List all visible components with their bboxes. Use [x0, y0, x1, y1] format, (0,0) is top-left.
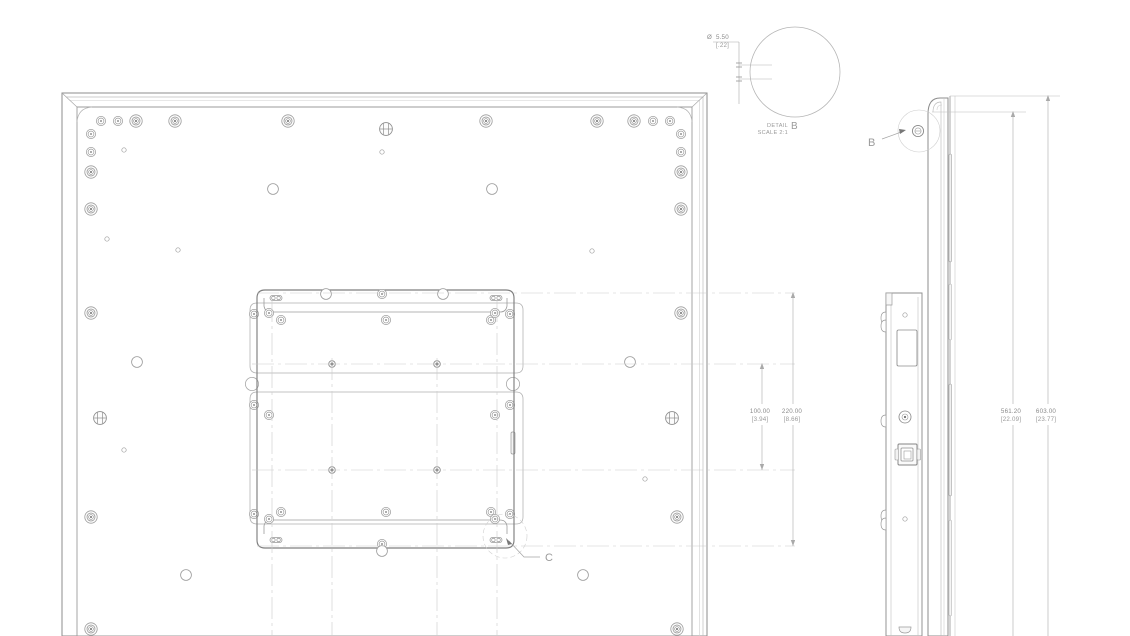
vesa-mount-bracket [244, 288, 524, 557]
detail-b-letter: B [791, 121, 798, 132]
dim-panel-561-imperial: [22.09] [1001, 416, 1021, 423]
balloon-c-label: C [545, 552, 553, 564]
dim-bracket-220: 220.00 [8.66] [782, 408, 802, 423]
dim-panel-561: 561.20 [22.09] [1001, 408, 1021, 423]
side-profile-view: B [868, 96, 956, 636]
dim-bracket-220-metric: 220.00 [782, 408, 802, 415]
detail-b-view: Ø 5.50 [.22] DETAIL B SCALE 2:1 [707, 26, 841, 136]
detail-b-title-word: DETAIL [767, 123, 788, 129]
center-lines [252, 292, 795, 636]
dim-vesa-100: 100.00 [3.94] [750, 408, 770, 423]
dim-overall-603-metric: 603.00 [1036, 408, 1056, 415]
balloon-c-bracket: C [482, 513, 553, 564]
dim-overall-603-imperial: [23.77] [1036, 416, 1056, 423]
dim-hole-diameter-symbol: Ø [707, 34, 712, 41]
balloon-b-side: B [868, 109, 941, 153]
side-panel-stack [927, 96, 956, 636]
side-mount-rail [880, 292, 923, 636]
dim-hole-diameter-imperial: [.22] [716, 42, 729, 49]
bracket-wing-plates [244, 302, 524, 525]
detail-b-title: DETAIL B SCALE 2:1 [758, 121, 798, 136]
dim-hole-diameter: Ø 5.50 [.22] [707, 34, 772, 104]
dim-bracket-220-imperial: [8.66] [784, 416, 801, 423]
balloon-b-label: B [868, 137, 875, 149]
dim-vesa-100-metric: 100.00 [750, 408, 770, 415]
dim-vesa-100-imperial: [3.94] [752, 416, 769, 423]
detail-b-scale: SCALE 2:1 [758, 130, 788, 136]
dim-overall-603: 603.00 [23.77] [1036, 408, 1056, 423]
dim-panel-561-metric: 561.20 [1001, 408, 1021, 415]
side-connector [894, 443, 921, 466]
dim-hole-diameter-metric: 5.50 [716, 34, 729, 41]
rear-view [61, 92, 795, 636]
dimension-group-side: 561.20 [22.09] 603.00 [23.77] [932, 95, 1060, 636]
dimension-group-rear: 100.00 [3.94] 220.00 [8.66] [750, 292, 802, 546]
